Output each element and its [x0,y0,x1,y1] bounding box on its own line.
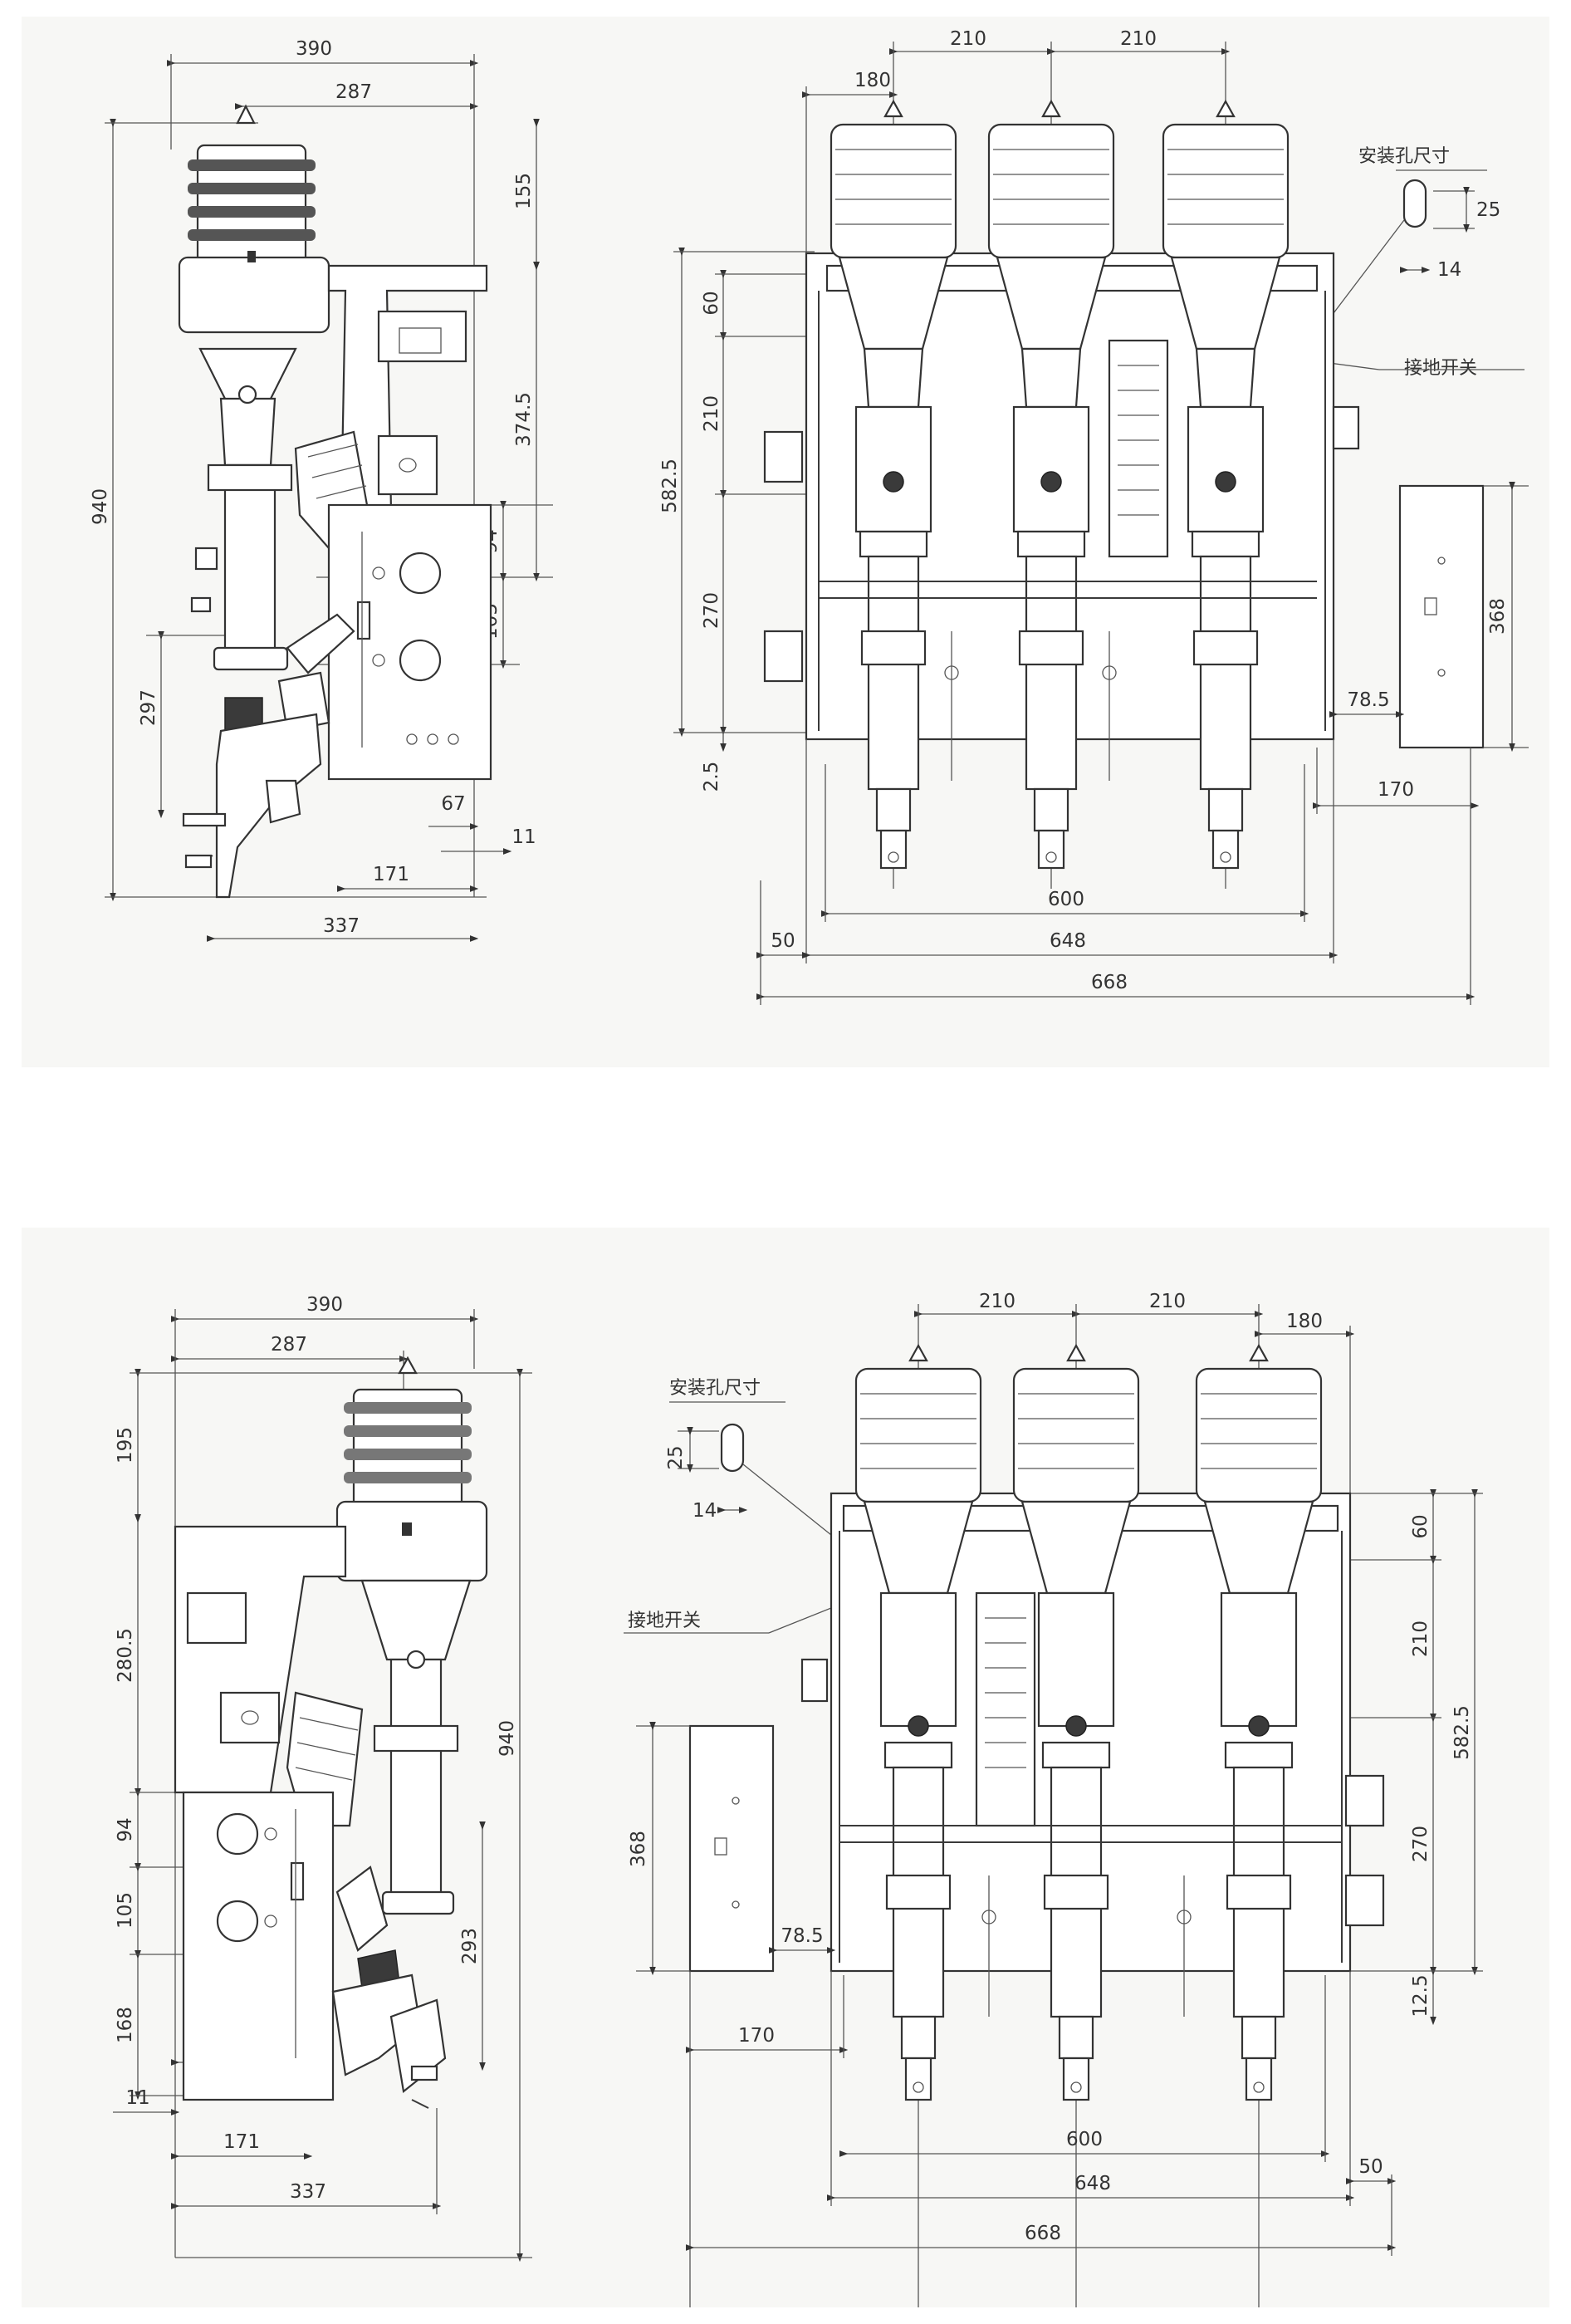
dim-phase-210-a: 210 [950,28,986,50]
dim-50-b: 50 [1358,2156,1383,2178]
dim-170: 170 [1378,779,1414,801]
dim-60-b: 60 [1410,1514,1432,1538]
dim-105-b: 105 [115,1892,136,1929]
hole-dim-14: 14 [1437,259,1461,281]
dim-171-b: 171 [223,2131,260,2153]
pole-left [830,99,957,870]
front-view-top: 210 210 180 60 210 270 2.5 582.5 安装孔尺寸 2… [659,28,1529,1005]
dim-phase-180: 180 [854,70,891,91]
dim-78-5: 78.5 [1347,689,1389,711]
dim-2-5: 2.5 [701,762,722,792]
pole-middle [987,99,1115,870]
dim-50: 50 [771,930,795,952]
dim-280-5: 280.5 [115,1628,136,1683]
dim-374-5: 374.5 [513,392,535,447]
dim-270-b: 270 [1410,1826,1432,1862]
dim-287: 287 [335,81,372,103]
hole-dim-25-b: 25 [665,1445,687,1469]
dim-155: 155 [513,173,535,209]
dim-600: 600 [1048,889,1084,910]
dim-940: 940 [90,488,111,525]
mounting-hole-label-b: 安装孔尺寸 [669,1378,761,1399]
dim-648: 648 [1050,930,1086,952]
dim-94-b: 94 [115,1817,136,1841]
dim-210-v-b: 210 [1410,1620,1432,1657]
drawing-top: 390 287 171 11 67 337 940 155 374.5 94 1… [90,28,1529,1005]
dim-582-5-b: 582.5 [1451,1705,1473,1760]
dim-phase-210-b: 210 [1120,28,1157,50]
dim-287-b: 287 [271,1334,307,1356]
dim-582-5: 582.5 [659,458,681,513]
dim-11-b: 11 [125,2087,149,2109]
dim-390-b: 390 [306,1294,343,1316]
dim-297: 297 [138,689,159,726]
mounting-hole-label: 安装孔尺寸 [1358,146,1450,167]
earthing-switch-label-b: 接地开关 [628,1611,701,1631]
dim-170-b: 170 [738,2025,775,2047]
drawing-sheet-top: 390 287 171 11 67 337 940 155 374.5 94 1… [22,17,1549,1067]
dim-600-b: 600 [1066,2129,1103,2150]
dim-phase-210-b-b: 210 [1149,1291,1186,1312]
dim-11: 11 [511,826,536,848]
drawing-sheet-bottom: 210 210 180 60 210 582.5 270 12.5 安装孔尺寸 … [22,1228,1549,2307]
earthing-switch-label: 接地开关 [1404,358,1477,379]
dim-phase-210-a-b: 210 [979,1291,1016,1312]
dim-337-b: 337 [290,2181,326,2203]
dim-168: 168 [115,2007,136,2043]
hole-dim-25: 25 [1476,199,1500,221]
front-view-bottom: 210 210 180 60 210 582.5 270 12.5 安装孔尺寸 … [624,1291,1483,2307]
dim-270: 270 [701,592,722,629]
side-view-top: 390 287 171 11 67 337 940 155 374.5 94 1… [90,38,553,942]
drawing-bottom: 210 210 180 60 210 582.5 270 12.5 安装孔尺寸 … [113,1291,1483,2307]
dim-368-b: 368 [628,1831,649,1867]
dim-195: 195 [115,1427,136,1464]
pole-left-b [854,1343,982,2101]
dim-390: 390 [296,38,332,60]
dim-78-5-b: 78.5 [781,1925,823,1947]
dim-668-b: 668 [1025,2223,1061,2244]
dim-12-5: 12.5 [1410,1974,1432,2017]
dim-171: 171 [373,864,409,885]
dim-337: 337 [323,915,360,937]
dim-60: 60 [701,291,722,315]
insulator-side [178,104,330,334]
dim-67: 67 [441,793,465,815]
dim-648-b: 648 [1074,2173,1111,2194]
dim-940-b: 940 [497,1720,518,1757]
dim-phase-180-b: 180 [1286,1311,1323,1332]
pole-right-b [1195,1343,1323,2101]
dim-668: 668 [1091,972,1128,993]
hole-dim-14-b: 14 [693,1500,717,1522]
side-view-bottom: 390 287 195 280.5 94 105 168 940 293 67 … [113,1294,532,2263]
dim-293: 293 [459,1928,481,1964]
dim-368: 368 [1487,598,1509,635]
dim-210-v: 210 [701,395,722,432]
pole-right [1162,99,1290,870]
pole-middle-b [1012,1343,1140,2101]
